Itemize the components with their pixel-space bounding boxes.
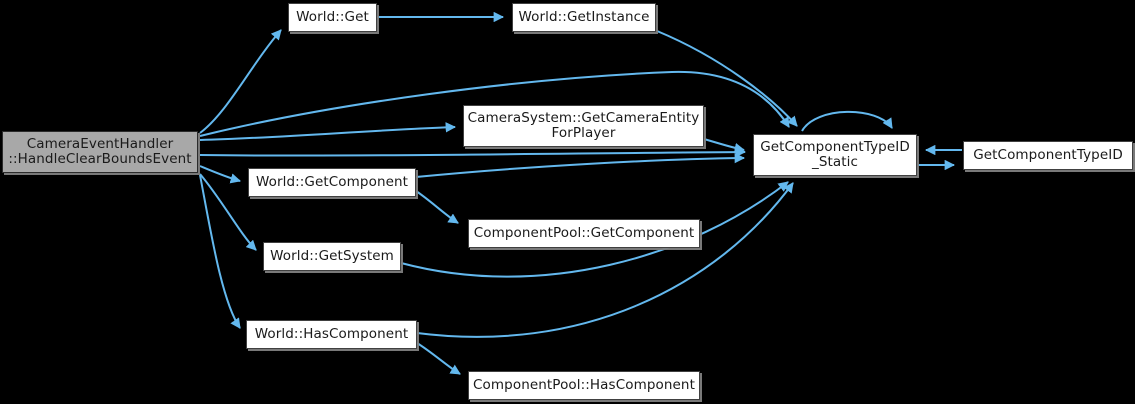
graph-node-label: ComponentPool::HasComponent xyxy=(473,376,695,393)
edge-world-hascomponent-to-componentpool-hascomponent xyxy=(416,342,461,375)
graph-node-label: World::GetSystem xyxy=(270,247,394,264)
edge-root-to-camerasystem-getcameraentityforplayer xyxy=(199,122,457,141)
edge-root-to-getcomponenttypeid-static-upper xyxy=(199,70,790,137)
graph-node-world_get[interactable]: World::Get xyxy=(288,3,377,32)
graph-node-label: GetComponentTypeID xyxy=(973,146,1123,163)
edge-world-getcomponent-to-getcomponenttypeid-static xyxy=(415,152,746,178)
graph-node-camerasystem_getcameraentityforplayer[interactable]: CameraSystem::GetCameraEntity ForPlayer xyxy=(463,105,704,147)
graph-node-getcomponenttypeid[interactable]: GetComponentTypeID xyxy=(963,141,1133,170)
graph-node-label: World::GetComponent xyxy=(255,173,409,190)
graph-node-label: CameraEventHandler ::HandleClearBoundsEv… xyxy=(8,135,192,167)
graph-node-world_getinstance[interactable]: World::GetInstance xyxy=(512,3,656,32)
graph-node-world_hascomponent[interactable]: World::HasComponent xyxy=(246,320,417,349)
graph-node-componentpool_getcomponent[interactable]: ComponentPool::GetComponent xyxy=(468,219,700,248)
edge-world-getcomponent-to-componentpool-getcomponent xyxy=(415,190,459,224)
edge-root-to-getcomponenttypeid-static-middle xyxy=(199,146,747,158)
graph-node-root[interactable]: CameraEventHandler ::HandleClearBoundsEv… xyxy=(2,131,198,173)
graph-node-label: World::HasComponent xyxy=(254,325,409,342)
graph-node-label: CameraSystem::GetCameraEntity ForPlayer xyxy=(467,109,700,141)
graph-node-world_getcomponent[interactable]: World::GetComponent xyxy=(248,168,416,197)
graph-node-label: ComponentPool::GetComponent xyxy=(473,224,695,241)
graph-node-label: World::GetInstance xyxy=(518,8,650,25)
graph-node-label: World::Get xyxy=(296,8,369,25)
graph-node-componentpool_hascomponent[interactable]: ComponentPool::HasComponent xyxy=(468,371,700,400)
edge-world-hascomponent-to-getcomponenttypeid-static xyxy=(416,182,794,338)
edge-world-getsystem-to-getcomponenttypeid-static xyxy=(400,181,789,278)
graph-node-world_getsystem[interactable]: World::GetSystem xyxy=(263,242,401,271)
edge-world-getinstance-to-getcomponenttypeid-static xyxy=(656,30,798,127)
edge-root-to-world-get xyxy=(199,29,282,134)
graph-node-label: GetComponentTypeID _Static xyxy=(760,138,910,170)
edge-getcomponenttypeid-static-self-loop xyxy=(801,110,893,132)
edge-root-to-world-getsystem xyxy=(199,173,257,251)
edge-root-to-world-hascomponent xyxy=(199,174,241,329)
edge-root-to-world-getcomponent xyxy=(199,165,241,184)
edge-camerasystem-to-getcomponenttypeid-static xyxy=(703,138,746,154)
graph-node-getcomponenttypeid_static[interactable]: GetComponentTypeID _Static xyxy=(753,134,917,176)
